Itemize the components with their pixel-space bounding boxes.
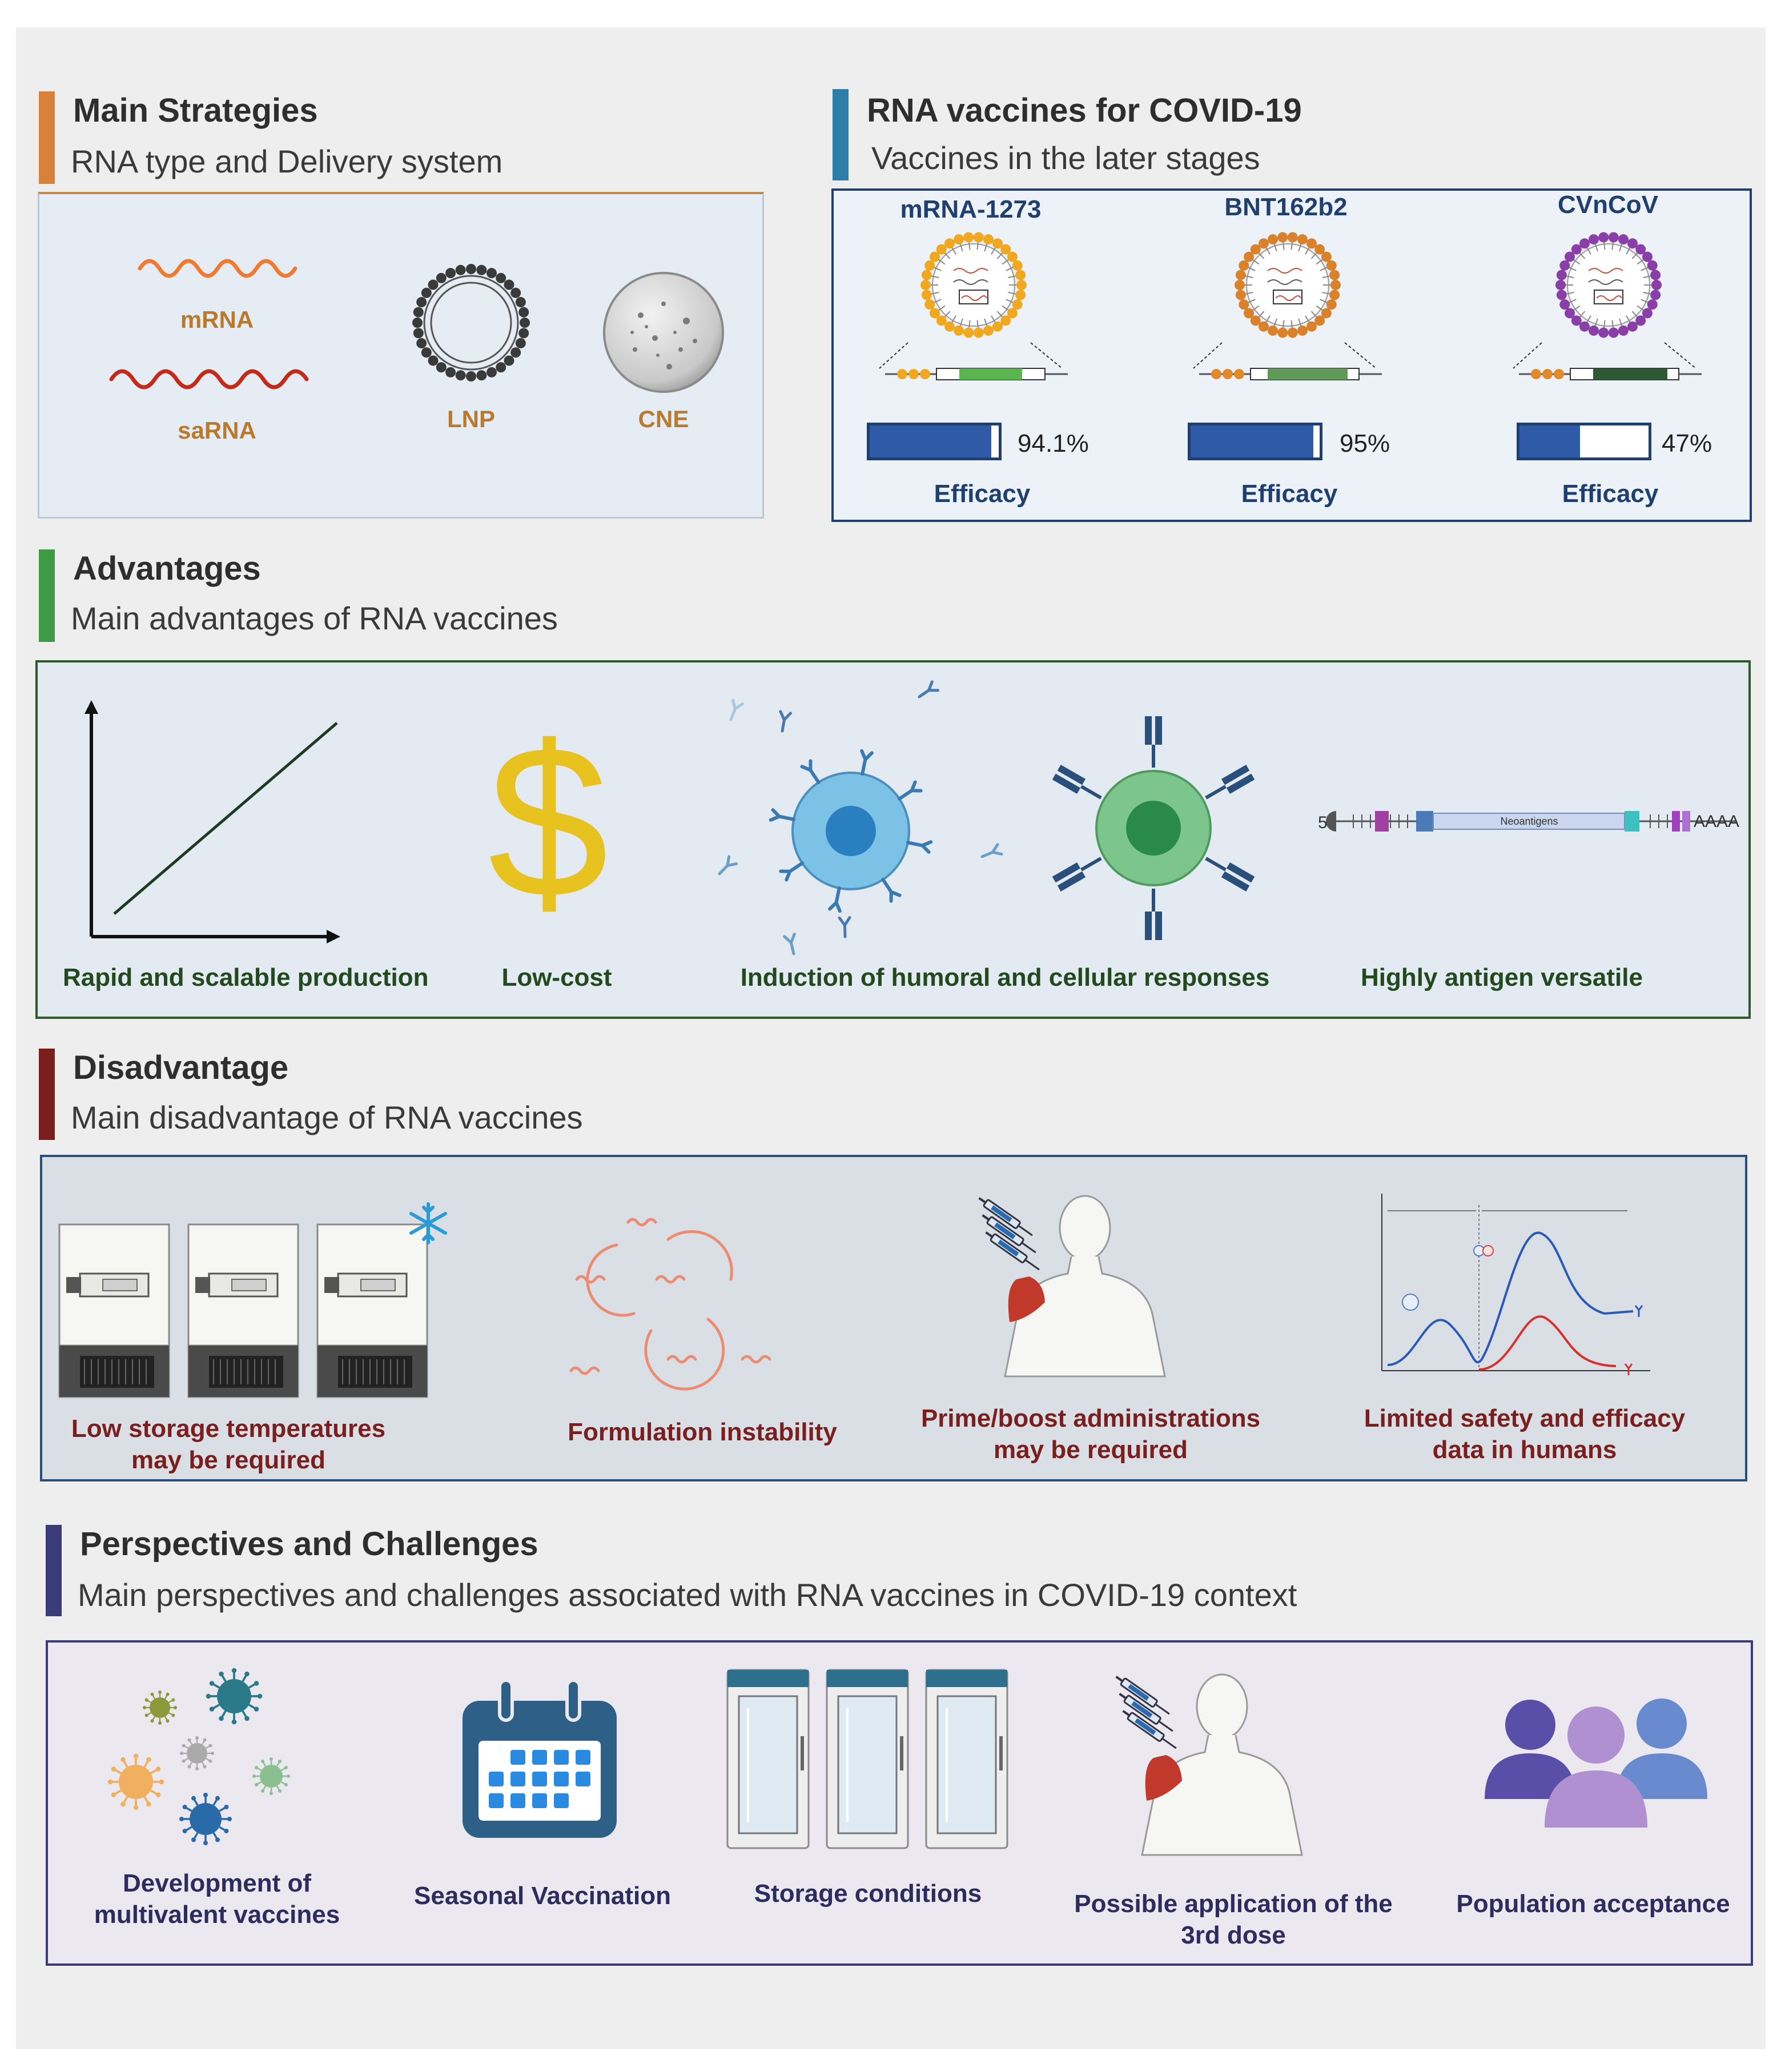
vaccine-name-mrna-1273: mRNA-1273 xyxy=(900,195,1042,223)
efficacy-bar-fill xyxy=(1519,425,1581,457)
advantage-label-low-cost: Low-cost xyxy=(501,963,612,991)
covid-title: RNA vaccines for COVID-19 xyxy=(867,92,1302,129)
advantages-title: Advantages xyxy=(73,550,261,587)
advantages-color-bar xyxy=(39,549,55,642)
polya-label: AAAA xyxy=(1694,812,1739,831)
neoantigens-label: Neoantigens xyxy=(1500,816,1558,827)
disadvantage-title: Disadvantage xyxy=(73,1049,289,1086)
vaccine-lnp-icon xyxy=(1235,232,1341,338)
ultra-low-freezer-icon xyxy=(187,1223,299,1398)
efficacy-bar-bnt162b2 xyxy=(1188,423,1322,460)
efficacy-bar-fill xyxy=(870,425,991,457)
b-cell-antibody-icon xyxy=(718,680,1003,955)
perspective-label-population: Population acceptance xyxy=(1456,1890,1730,1918)
efficacy-value-mrna-1273: 94.1% xyxy=(1018,429,1089,457)
strategies-title: Main Strategies xyxy=(73,92,318,129)
covid-subtitle: Vaccines in the later stages xyxy=(871,140,1260,176)
neoantigen-construct-icon: 5' Neoantigens AAAA xyxy=(1318,811,1739,832)
label-line: may be required xyxy=(131,1446,325,1474)
refrigerator-icon xyxy=(925,1669,1008,1849)
strategies-subtitle: RNA type and Delivery system xyxy=(71,143,503,179)
disadvantage-subtitle: Main disadvantage of RNA vaccines xyxy=(71,1099,583,1135)
efficacy-bar-cvncov xyxy=(1517,423,1651,460)
vaccine-lnp-icon xyxy=(1555,232,1662,338)
sarna-strand-icon xyxy=(109,369,309,389)
label-line: multivalent vaccines xyxy=(94,1901,340,1929)
advantage-label-antigen-versatile: Highly antigen versatile xyxy=(1361,963,1643,991)
lnp-label: LNP xyxy=(447,405,495,432)
perspectives-title: Perspectives and Challenges xyxy=(80,1525,538,1563)
efficacy-value-cvncov: 47% xyxy=(1662,429,1712,457)
strategies-color-bar xyxy=(39,91,55,184)
snowflake-icon xyxy=(409,1202,447,1244)
vaccine-lnp-icon xyxy=(920,232,1027,338)
perspective-label-seasonal: Seasonal Vaccination xyxy=(414,1882,671,1910)
perspectives-subtitle: Main perspectives and challenges associa… xyxy=(78,1577,1297,1613)
advantages-subtitle: Main advantages of RNA vaccines xyxy=(71,600,558,636)
disadvantage-color-bar xyxy=(39,1049,55,1140)
advantage-label-production: Rapid and scalable production xyxy=(63,963,429,991)
label-line: Possible application of the xyxy=(1074,1890,1393,1918)
scalable-production-graph-icon xyxy=(85,700,340,943)
disadvantage-label-prime-boost: Prime/boost administrations may be requi… xyxy=(914,1403,1268,1465)
dollar-icon: $ xyxy=(488,700,608,943)
label-line: 3rd dose xyxy=(1181,1921,1286,1949)
vaccine-construct-icon xyxy=(1193,342,1382,380)
disadvantage-label-limited-data: Limited safety and efficacy data in huma… xyxy=(1348,1403,1702,1465)
vaccine-construct-icon xyxy=(879,342,1068,380)
efficacy-bar-fill xyxy=(1191,425,1313,457)
label-line: Low storage temperatures xyxy=(71,1415,386,1443)
advantage-label-humoral-cellular: Induction of humoral and cellular respon… xyxy=(740,963,1270,991)
perspective-label-multivalent: Development of multivalent vaccines xyxy=(40,1868,394,1930)
people-group-icon xyxy=(1485,1698,1707,1828)
perspective-label-third-dose: Possible application of the 3rd dose xyxy=(1051,1888,1416,1951)
vaccine-name-bnt162b2: BNT162b2 xyxy=(1224,193,1348,221)
t-cell-receptor-icon xyxy=(1052,716,1255,940)
antibody-response-graph-icon xyxy=(1381,1194,1650,1375)
svg-text:$: $ xyxy=(488,700,608,943)
person-injection-icon xyxy=(978,1195,1166,1378)
degraded-rna-icon xyxy=(569,1218,771,1391)
ultra-low-freezer-icon xyxy=(58,1223,170,1398)
person-third-dose-icon xyxy=(1115,1673,1303,1856)
efficacy-bar-mrna-1273 xyxy=(867,423,1002,460)
perspective-label-storage: Storage conditions xyxy=(754,1880,982,1908)
covid-color-bar xyxy=(833,89,849,180)
label-line: Development of xyxy=(122,1869,312,1897)
vaccine-construct-icon xyxy=(1513,342,1702,380)
refrigerator-icon xyxy=(726,1669,810,1849)
cne-icon xyxy=(603,272,724,393)
efficacy-value-bnt162b2: 95% xyxy=(1340,429,1390,457)
mrna-strand-icon xyxy=(138,259,298,278)
perspectives-color-bar xyxy=(46,1525,62,1616)
calendar-icon xyxy=(463,1679,617,1838)
efficacy-label-bnt162b2: Efficacy xyxy=(1241,480,1338,508)
cne-label: CNE xyxy=(638,405,689,432)
ultra-low-freezer-icon xyxy=(316,1223,428,1398)
refrigerator-icon xyxy=(826,1669,909,1849)
sarna-label: saRNA xyxy=(178,417,256,444)
vaccine-name-cvncov: CVnCoV xyxy=(1558,191,1658,219)
lnp-icon xyxy=(412,264,530,382)
label-line: may be required xyxy=(994,1436,1188,1464)
disadvantage-label-formulation: Formulation instability xyxy=(568,1418,837,1446)
efficacy-label-cvncov: Efficacy xyxy=(1562,480,1659,508)
efficacy-label-mrna-1273: Efficacy xyxy=(934,480,1031,508)
mrna-label: mRNA xyxy=(180,306,254,333)
label-line: data in humans xyxy=(1432,1436,1617,1464)
virus-variants-icon xyxy=(107,1668,290,1845)
disadvantage-label-storage: Low storage temperatures may be required xyxy=(51,1413,405,1476)
label-line: Limited safety and efficacy xyxy=(1364,1404,1686,1432)
label-line: Prime/boost administrations xyxy=(920,1404,1261,1432)
